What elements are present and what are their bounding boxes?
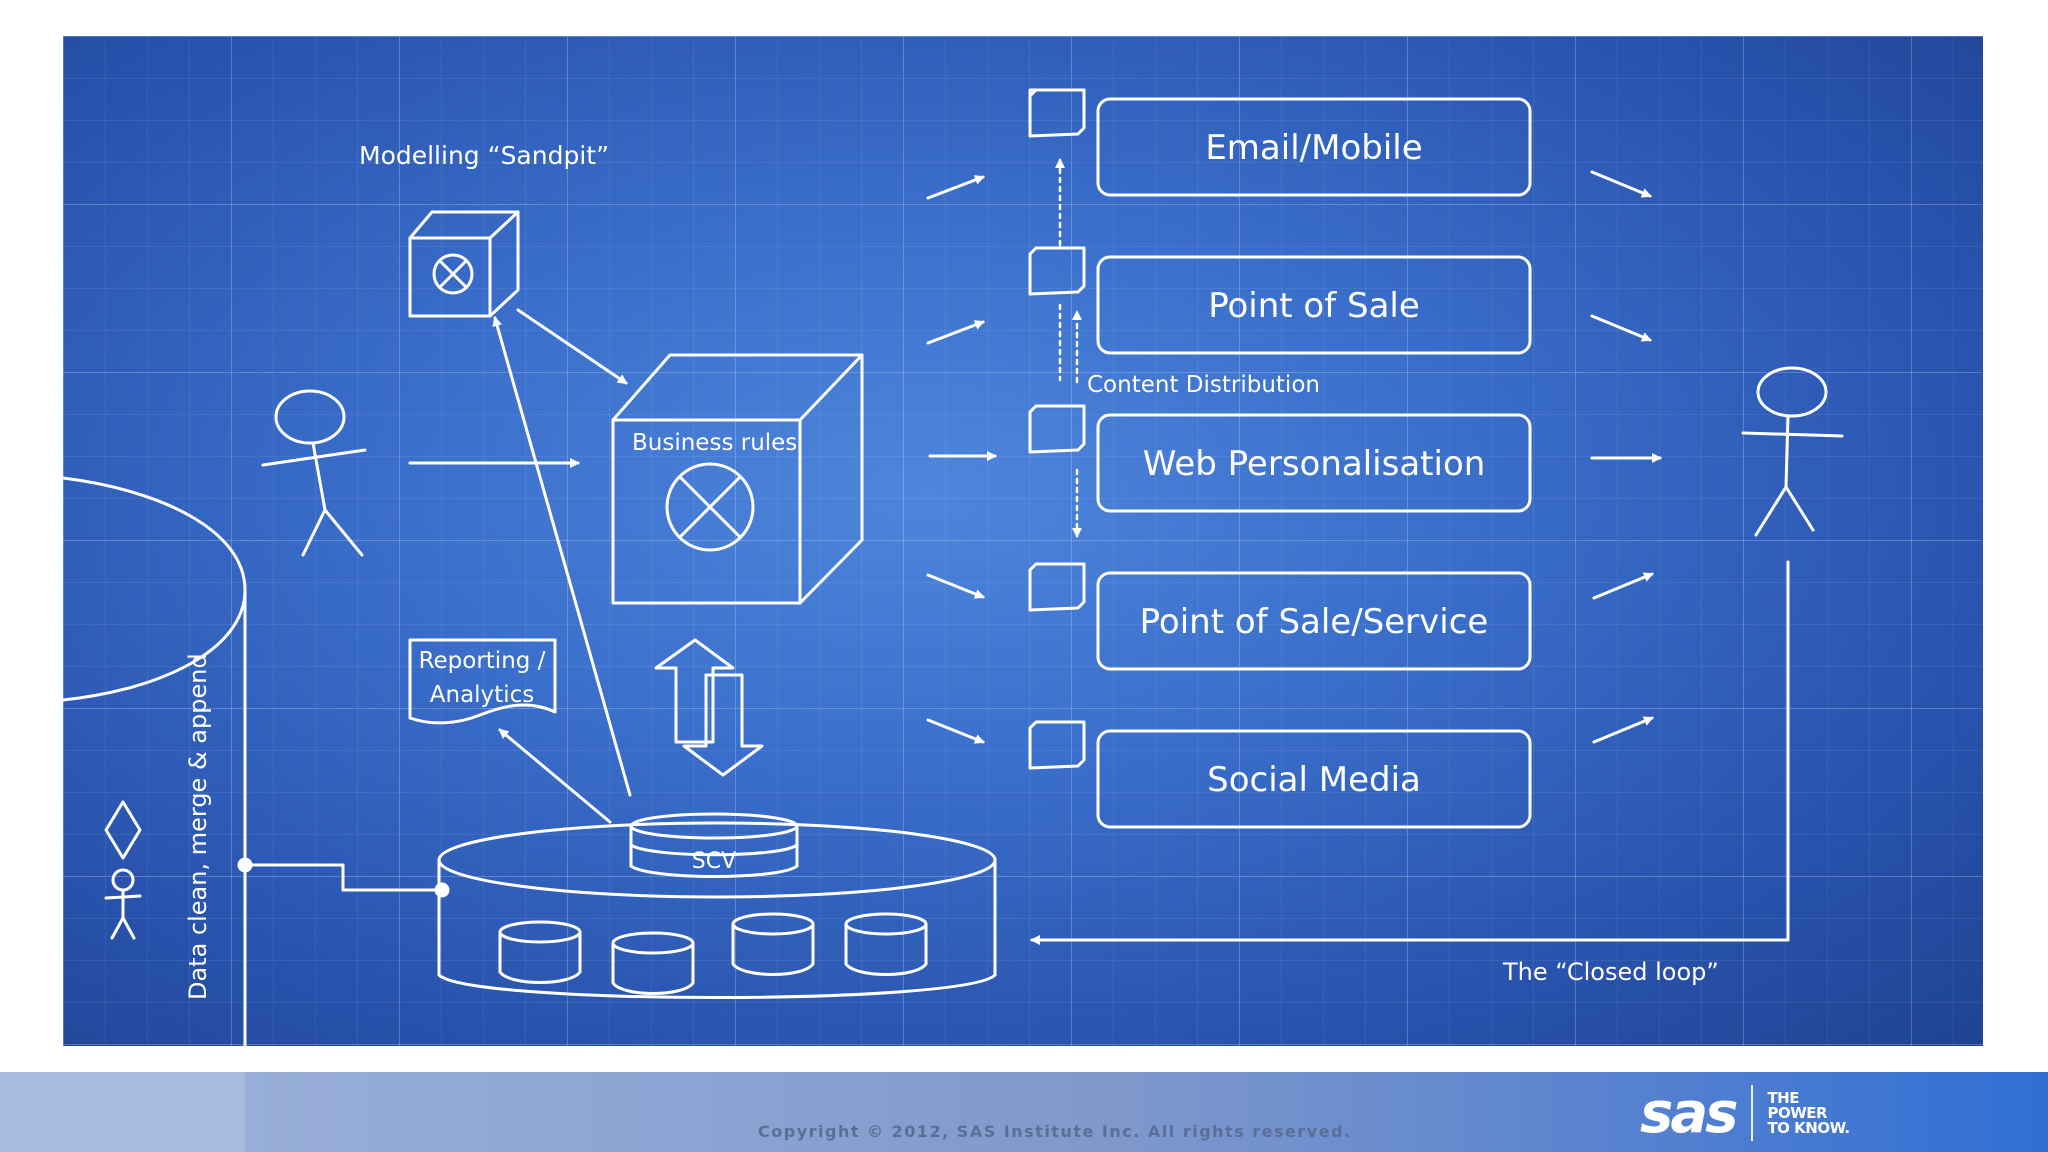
reporting-label-2: Analytics [430,682,534,708]
arrow-sandpit-to-rules [516,308,628,385]
channel-box-2 [1096,255,1532,355]
sandpit-cube-icon [408,210,520,318]
business-rules-cube-icon [611,353,864,605]
database-icon [437,812,997,999]
channel-label-3: Web Personalisation [1143,444,1486,484]
tagline-line-1: THE [1767,1088,1799,1107]
closed-loop-label: The “Closed loop” [1502,958,1719,986]
sas-logo: sas THE POWER TO KNOW. [1640,1078,1887,1148]
copyright-text: Copyright © 2012, SAS Institute Inc. All… [758,1122,1352,1141]
pipeline-connector [243,863,444,892]
tagline-line-2: POWER [1767,1103,1828,1122]
reporting-label-1: Reporting / [419,648,546,674]
business-rules-label: Business rules [632,430,797,456]
arrow-db-to-sandpit [492,316,632,797]
channel-box-5 [1096,729,1532,829]
data-clean-label: Data clean, merge & append [184,653,212,1000]
footer-bar [0,1072,2048,1152]
data-warehouse-cylinder [63,476,247,702]
bidirectional-arrow-icon [654,638,764,777]
arrow-to-channel-4 [926,573,985,599]
arrow-to-channel-5 [926,718,985,744]
arrow-from-channel-1 [1590,170,1652,198]
channel-box-4 [1096,571,1532,671]
channel-label-2: Point of Sale [1208,286,1420,326]
arrow-to-channel-2 [926,320,985,345]
content-distribution-label: Content Distribution [1087,372,1320,398]
diamond-icon [104,800,142,860]
arrow-from-channel-5 [1592,716,1654,744]
arrow-db-to-reporting [498,728,612,824]
person-icon-left [261,389,367,557]
sandpit-label: Modelling “Sandpit” [359,141,609,170]
blueprint-canvas [63,36,1983,1046]
logo-separator [1751,1085,1754,1141]
sas-tagline: THE POWER TO KNOW. [1767,1088,1887,1137]
channel-label-5: Social Media [1207,760,1421,800]
person-icon-right [1741,366,1844,537]
footer-left-strip [0,1072,245,1152]
arrow-from-channel-2 [1590,314,1652,342]
closed-loop-arrow [1030,560,1790,945]
channel-doc-icons [1028,88,1086,770]
arrow-from-channel-4 [1592,572,1654,600]
channel-box-1 [1096,97,1532,197]
arrow-to-channel-1 [926,175,985,200]
tagline-line-3: TO KNOW. [1767,1118,1850,1137]
channel-label-1: Email/Mobile [1205,128,1422,168]
small-person-icon [104,868,142,940]
sas-logo-word: sas [1640,1080,1738,1146]
reporting-document-icon [408,638,557,725]
channel-label-4: Point of Sale/Service [1140,602,1489,642]
content-distribution-arrows [1055,158,1082,538]
blueprint-grid [63,36,1983,1046]
channel-box-3 [1096,413,1532,513]
scv-label: SCV [692,849,736,874]
